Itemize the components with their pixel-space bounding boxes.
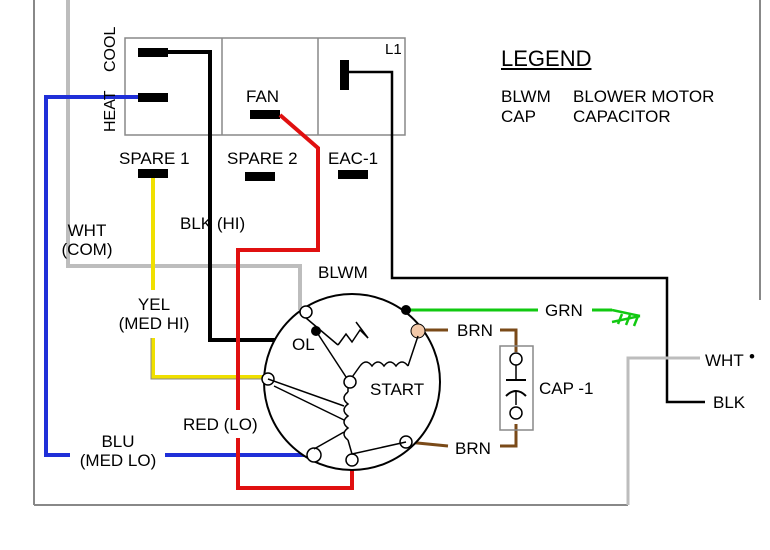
wht-right-wire	[626, 356, 700, 505]
yel-label-line1: YEL	[137, 295, 171, 314]
eac1-label: EAC-1	[328, 149, 379, 168]
capacitor-terminal-bottom	[509, 406, 523, 420]
brn-top-label: BRN	[457, 321, 493, 340]
legend-abbr-1: BLWM	[501, 87, 551, 106]
spare1-terminal	[138, 169, 168, 178]
grn-label: GRN	[545, 301, 583, 320]
terminal-block	[124, 37, 406, 136]
blu-wire	[44, 95, 138, 457]
brn-bottom-wire-cap	[500, 424, 518, 448]
cool-label: COOL	[102, 26, 119, 72]
legend-abbr-2: CAP	[501, 107, 536, 126]
blu-label-line2: (MED LO)	[79, 451, 157, 470]
capacitor-label: CAP -1	[539, 379, 594, 398]
start-label: START	[370, 380, 425, 399]
motor-terminal-grn	[401, 305, 411, 315]
motor-junction	[343, 375, 357, 389]
l1-terminal	[340, 60, 349, 90]
heat-terminal	[138, 93, 168, 102]
spare2-label: SPARE 2	[227, 149, 298, 168]
l1-label: L1	[385, 41, 402, 58]
fan-label: FAN	[246, 87, 280, 106]
motor-name-label: BLWM	[318, 263, 368, 282]
wht-com-wire	[66, 0, 302, 310]
legend-title: LEGEND	[501, 46, 592, 71]
wht-right-dot: •	[749, 347, 755, 366]
spare2-terminal	[245, 172, 275, 181]
brn-top-wire-cap	[500, 328, 518, 352]
cool-terminal	[138, 48, 168, 57]
blk-hi-label: BLK (HI)	[180, 214, 246, 233]
motor-terminal-com	[299, 305, 313, 319]
wht-right-label: WHT	[705, 351, 744, 370]
l1-blk-wire	[345, 70, 705, 404]
overload-label: OL	[292, 335, 315, 354]
brn-bottom-label: BRN	[455, 439, 491, 458]
blu-label-line1: BLU	[101, 432, 135, 451]
red-lo-label: RED (LO)	[183, 415, 258, 434]
yel-label-line2: (MED HI)	[118, 314, 190, 333]
wht-com-label-line2: (COM)	[61, 240, 113, 259]
blu-label: BLU (MED LO)	[72, 433, 164, 469]
eac1-terminal	[338, 170, 368, 179]
motor-terminal-medlo	[306, 447, 322, 463]
spare1-label: SPARE 1	[119, 149, 190, 168]
legend-meaning-2: CAPACITOR	[573, 107, 671, 126]
wht-com-label-line1: WHT	[67, 221, 107, 240]
motor-terminal-brn-top	[410, 323, 426, 339]
capacitor-terminal-top	[509, 352, 523, 366]
blk-right-label: BLK	[713, 393, 746, 412]
capacitor-body	[499, 345, 534, 431]
yel-wire-outline	[150, 338, 267, 380]
motor-terminal-lo	[345, 453, 359, 467]
wht-com-label: WHT (COM)	[52, 222, 122, 258]
red-lo-wire-bottom	[236, 438, 354, 490]
legend-meaning-1: BLOWER MOTOR	[573, 87, 715, 106]
fan-terminal	[250, 110, 280, 119]
red-lo-wire	[236, 113, 320, 410]
yel-label: YEL (MED HI)	[113, 296, 195, 332]
heat-label: HEAT	[102, 90, 119, 132]
yel-wire-lower	[151, 338, 267, 379]
ground-symbol	[611, 308, 641, 327]
